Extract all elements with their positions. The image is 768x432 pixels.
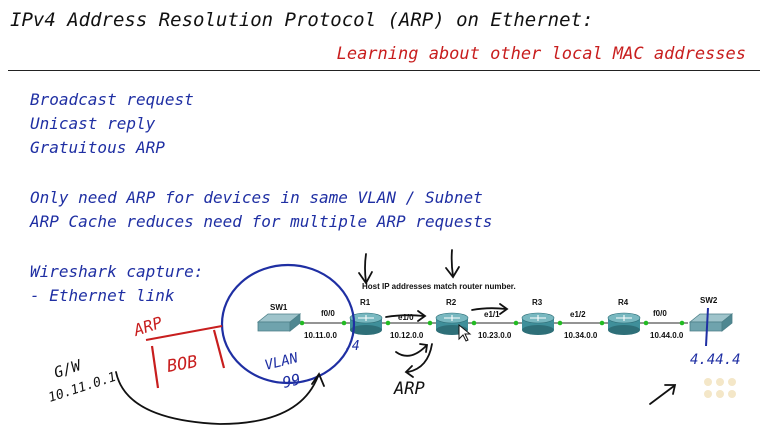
bob-box-right-edge (212, 329, 226, 369)
arrow-right-r1-r2-icon (385, 310, 427, 322)
sw2-host-marker (705, 307, 709, 347)
topology-caption: Host IP addresses match router number. (362, 282, 516, 291)
mouse-cursor-icon (458, 323, 472, 342)
label-sw1: SW1 (270, 303, 288, 312)
label-r3: R3 (532, 298, 543, 307)
router-r4-icon[interactable] (607, 312, 641, 335)
if-r1-e1-0: e1/0 (398, 313, 414, 322)
subnet-10-23: 10.23.0.0 (478, 331, 512, 340)
if-r2-e1-1: e1/1 (484, 310, 500, 319)
note-unicast-reply: Unicast reply (30, 114, 156, 133)
subnet-10-34: 10.34.0.0 (564, 331, 598, 340)
arp-underline (145, 325, 223, 341)
vlan-circle-annotation (220, 263, 356, 385)
if-r1-f0-0: f0/0 (321, 309, 335, 318)
label-r4: R4 (618, 298, 629, 307)
header-divider (8, 70, 760, 71)
router-r1-icon[interactable] (349, 312, 383, 335)
gateway-curve-arrow-icon (115, 371, 319, 425)
switch-sw2-icon[interactable] (688, 313, 734, 332)
note-wireshark-capture: Wireshark capture: (30, 262, 204, 281)
annotation-bob: BOB (165, 352, 199, 377)
arrow-right-r2-r3-icon (471, 303, 509, 315)
page-subtitle: Learning about other local MAC addresses (336, 44, 746, 64)
label-r1: R1 (360, 298, 371, 307)
subnet-10-44: 10.44.0.0 (650, 331, 684, 340)
subnet-10-11: 10.11.0.0 (304, 331, 337, 340)
subnet-10-12: 10.12.0.0 (390, 331, 424, 340)
note-gratuitous-arp: Gratuitous ARP (30, 138, 165, 157)
note-arp-cache: ARP Cache reduces need for multiple ARP … (30, 212, 493, 231)
router-r3-icon[interactable] (521, 312, 555, 335)
note-broadcast-request: Broadcast request (30, 90, 194, 109)
arrow-down-to-r1-icon (358, 253, 373, 285)
label-sw2: SW2 (700, 296, 718, 305)
note-same-vlan: Only need ARP for devices in same VLAN /… (30, 188, 483, 207)
label-r2: R2 (446, 298, 457, 307)
switch-sw1-icon[interactable] (256, 313, 302, 332)
corner-watermark-icon (704, 378, 736, 398)
link-status-dots (299, 320, 685, 326)
if-r3-e1-2: e1/2 (570, 310, 586, 319)
annotation-arp-left: ARP (130, 313, 165, 340)
note-ethernet-link: - Ethernet link (30, 286, 175, 305)
arrow-to-host-icon (649, 384, 677, 405)
gateway-curve-arrowhead-icon (311, 372, 325, 387)
annotation-r1-host: .4 (344, 339, 360, 354)
page-title: IPv4 Address Resolution Protocol (ARP) o… (10, 9, 594, 31)
annotation-gateway: G/W (52, 356, 85, 382)
annotation-arp-bottom: ARP (393, 379, 425, 399)
arp-exchange-arrows-icon (395, 343, 433, 378)
router-r2-icon[interactable] (435, 312, 469, 335)
bob-box-left-edge (150, 345, 160, 389)
annotation-vlan-number: 99 (281, 370, 303, 392)
if-r4-f0-0: f0/0 (653, 309, 667, 318)
annotation-host-ip: 4.44.4 (690, 352, 741, 368)
arrow-down-to-r2-icon (445, 249, 460, 279)
